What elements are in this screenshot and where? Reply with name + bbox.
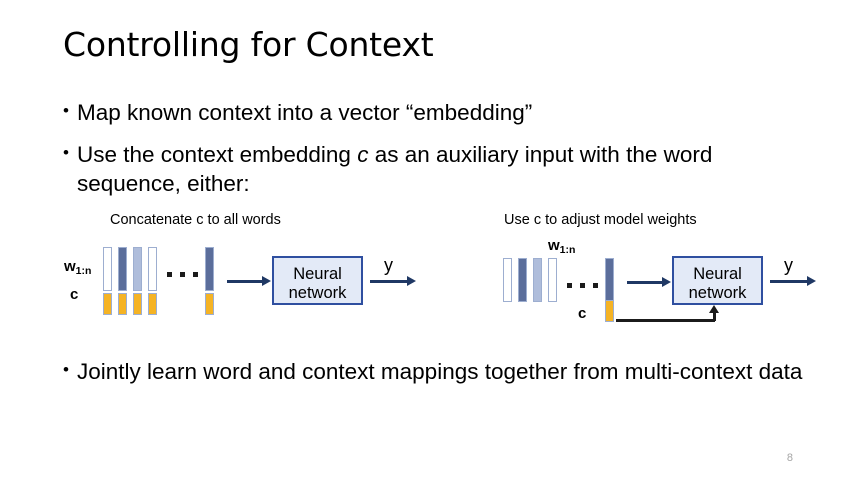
word-bar: [518, 258, 527, 302]
neural-network-box-left: Neural network: [272, 256, 363, 305]
bullet-item-2: • Use the context embedding c as an auxi…: [63, 141, 803, 199]
arrow-output-left: [370, 276, 416, 286]
bullet-marker-icon: •: [63, 143, 69, 162]
word-bar: [205, 247, 214, 291]
nn-box-line-2: network: [288, 284, 347, 303]
context-bar: [148, 293, 157, 315]
bullet-2-text-after: as an auxiliary input with the word sequ…: [77, 142, 713, 196]
word-label-subscript: 1:n: [75, 265, 92, 277]
word-bar: [148, 247, 157, 291]
word-label-text: w: [64, 258, 76, 275]
bullet-text-1: Map known context into a vector “embeddi…: [77, 100, 533, 125]
bullet-text-3: Jointly learn word and context mappings …: [77, 359, 803, 384]
nn-box-line-1: Neural: [293, 265, 342, 283]
bullet-text-2: Use the context embedding c as an auxili…: [77, 141, 803, 199]
bullet-item-1: • Map known context into a vector “embed…: [63, 99, 803, 128]
arrow-output-right: [770, 276, 816, 286]
context-bar: [118, 293, 127, 315]
diagram-left-word-label: w1:n: [64, 258, 92, 277]
nn-box-line-2: network: [688, 284, 747, 303]
diagram-right-caption: Use c to adjust model weights: [504, 212, 697, 228]
word-bar: [548, 258, 557, 302]
page-number: 8: [786, 452, 793, 464]
word-bar: [103, 247, 112, 291]
context-bar: [103, 293, 112, 315]
ellipsis-icon: [567, 283, 598, 288]
diagram-right-word-label: w1:n: [548, 237, 576, 256]
context-connector-horizontal: [616, 319, 715, 322]
bullet-item-3: • Jointly learn word and context mapping…: [63, 358, 803, 387]
bullet-marker-icon: •: [63, 360, 69, 379]
diagram-left-caption: Concatenate c to all words: [110, 212, 281, 228]
word-bar: [133, 247, 142, 291]
nn-box-line-1: Neural: [693, 265, 742, 283]
neural-network-box-right: Neural network: [672, 256, 763, 305]
bullet-2-text-before: Use the context embedding: [77, 142, 358, 167]
arrow-input-left: [227, 276, 271, 286]
word-bar: [533, 258, 542, 302]
context-bar: [205, 293, 214, 315]
ellipsis-icon: [167, 272, 198, 277]
diagram-right-context-label: c: [578, 305, 587, 322]
bullet-2-italic-variable: c: [357, 142, 369, 167]
output-label-left: y: [384, 255, 393, 275]
page-title: Controlling for Context: [63, 25, 434, 64]
word-bar: [503, 258, 512, 302]
arrow-input-right: [627, 277, 671, 287]
context-bar: [133, 293, 142, 315]
context-connector-vertical: [713, 312, 716, 321]
word-label-subscript: 1:n: [559, 244, 576, 256]
word-label-text: w: [548, 237, 560, 254]
word-bar: [605, 258, 614, 302]
bullet-marker-icon: •: [63, 101, 69, 120]
context-connector-arrowhead-icon: [709, 305, 719, 313]
context-bar: [605, 300, 614, 322]
diagram-left-context-label: c: [70, 286, 79, 303]
word-bar: [118, 247, 127, 291]
output-label-right: y: [784, 255, 793, 275]
